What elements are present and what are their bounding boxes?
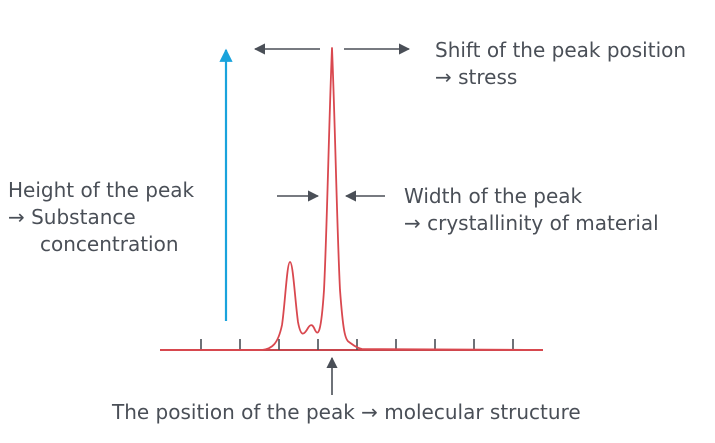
position-label: The position of the peak → molecular str… [112,399,581,426]
spectrum-curve [160,47,544,351]
height-label-line1: Height of the peak [8,178,195,202]
width-label: Width of the peak → crystallinity of mat… [404,183,659,237]
height-label-line3: concentration [40,232,179,256]
shift-label-line1: Shift of the peak position [435,38,687,62]
axis-ticks [200,339,514,350]
shift-label: Shift of the peak position → stress [435,37,686,91]
height-label: Height of the peak → Substance concentra… [8,177,194,258]
width-label-line2: → crystallinity of material [404,211,659,235]
shift-label-line2: → stress [435,65,518,89]
width-label-line1: Width of the peak [404,184,583,208]
position-label-line1: The position of the peak → molecular str… [112,400,581,424]
height-label-line2: → Substance [8,205,136,229]
